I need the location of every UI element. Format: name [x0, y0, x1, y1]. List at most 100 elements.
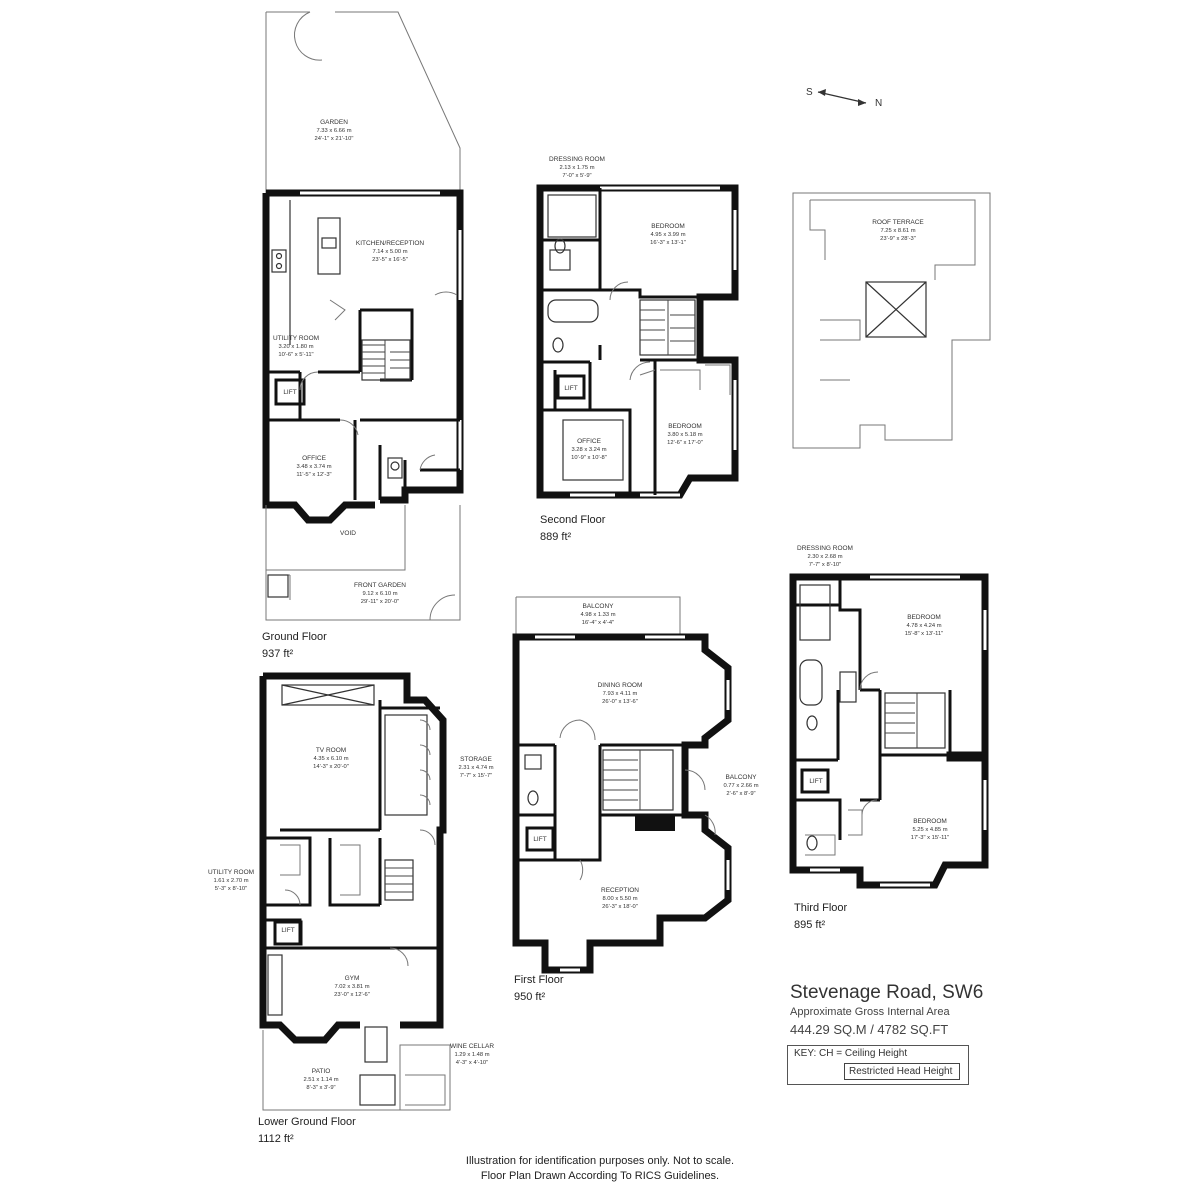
room-kitchen-name: KITCHEN/RECEPTION — [356, 240, 425, 247]
first-floor-caption: First Floor 950 ft² — [514, 972, 564, 1006]
room-wine-name: WINE CELLAR — [450, 1043, 494, 1050]
room-wine-ft: 4'-3" x 4'-10" — [456, 1060, 488, 1066]
lower-external-wall — [263, 672, 447, 1029]
third-floor-caption: Third Floor 895 ft² — [794, 900, 847, 934]
third-floor-area: 895 ft² — [794, 919, 826, 931]
room-garden-name: GARDEN — [320, 119, 348, 126]
ground-floor-name: Ground Floor — [262, 631, 327, 643]
bath-icon-3 — [799, 659, 823, 706]
room-roof-terrace-m: 7.25 x 8.61 m — [880, 228, 915, 234]
dressing-wardrobe-3 — [799, 584, 831, 641]
room-bedroom-2a-m: 4.95 x 3.99 m — [650, 232, 685, 238]
room-bedroom-3b-m: 5.25 x 4.85 m — [912, 827, 947, 833]
second-external-wall — [536, 184, 739, 499]
key-restricted-head-height: Restricted Head Height — [844, 1063, 960, 1080]
garden-gate-icon — [294, 11, 323, 61]
lower-stairs — [384, 859, 414, 901]
compass: S N — [806, 87, 882, 109]
lower-floor-area: 1112 ft² — [258, 1133, 294, 1145]
third-stairs — [884, 692, 946, 749]
room-utility-g-m: 3.20 x 1.80 m — [278, 344, 313, 350]
roof-stair-hatch — [865, 281, 927, 338]
room-patio-name: PATIO — [312, 1068, 331, 1075]
property-area: 444.29 SQ.M / 4782 SQ.FT — [790, 1022, 949, 1037]
dressing-room-wardrobe — [547, 194, 597, 238]
room-bedroom-3a-name: BEDROOM — [907, 614, 941, 621]
skylight — [281, 684, 375, 706]
room-roof-terrace-ft: 23'-9" x 28'-3" — [880, 236, 916, 242]
room-bedroom-3a-ft: 15'-8" x 13'-11" — [905, 631, 943, 637]
room-front-garden-ft: 29'-11" x 20'-0" — [361, 599, 399, 605]
room-kitchen-ft: 23'-5" x 16'-5" — [372, 257, 408, 263]
room-tv-name: TV ROOM — [316, 747, 346, 754]
room-dining-ft: 26'-0" x 13'-6" — [602, 699, 638, 705]
room-gym-name: GYM — [345, 975, 360, 982]
balcony-rail — [515, 596, 681, 637]
room-garden-m: 7.33 x 6.66 m — [316, 128, 351, 134]
room-void: VOID — [340, 530, 356, 537]
room-storage-m: 2.31 x 4.74 m — [458, 765, 493, 771]
room-wine-m: 1.29 x 1.48 m — [454, 1052, 489, 1058]
storage-shelving — [384, 714, 428, 816]
third-floor-plan — [789, 573, 989, 889]
disclaimer-line-1: Illustration for identification purposes… — [465, 1155, 735, 1167]
first-floor-plan — [512, 596, 732, 974]
room-lift-1: LIFT — [533, 836, 546, 843]
second-lift — [556, 374, 586, 400]
lower-floor-name: Lower Ground Floor — [258, 1116, 356, 1128]
room-balcony-1a-name: BALCONY — [582, 603, 614, 610]
room-roof-terrace-name: ROOF TERRACE — [872, 219, 924, 226]
first-stairs — [602, 749, 674, 811]
second-floor-plan — [536, 184, 739, 499]
room-bedroom-2b-name: BEDROOM — [668, 423, 702, 430]
room-utility-l-name: UTILITY ROOM — [208, 869, 254, 876]
second-floor-name: Second Floor — [540, 514, 606, 526]
room-office-2-ft: 10'-9" x 10'-8" — [571, 455, 607, 461]
room-lift-l: LIFT — [281, 927, 294, 934]
room-tv-m: 4.35 x 6.10 m — [313, 756, 348, 762]
room-storage-name: STORAGE — [460, 756, 492, 763]
room-bedroom-3a-m: 4.78 x 4.24 m — [906, 623, 941, 629]
first-floor-name: First Floor — [514, 974, 564, 986]
room-bedroom-2b-m: 3.80 x 5.18 m — [667, 432, 702, 438]
room-bedroom-3b-name: BEDROOM — [913, 818, 947, 825]
room-lift-2: LIFT — [564, 385, 577, 392]
room-front-garden-m: 9.12 x 6.10 m — [362, 591, 397, 597]
hob-icon — [271, 249, 287, 273]
room-bedroom-2b-ft: 12'-6" x 17'-0" — [667, 440, 703, 446]
room-office-2-name: OFFICE — [577, 438, 601, 445]
office-desk-outline — [562, 419, 624, 481]
room-gym-m: 7.02 x 3.81 m — [334, 984, 369, 990]
second-stairs — [639, 299, 696, 356]
sink-icon — [321, 237, 337, 249]
lower-ground-floor-plan — [259, 672, 451, 1111]
bath-icon — [547, 299, 599, 323]
first-floor-area: 950 ft² — [514, 991, 546, 1003]
kitchen-island — [317, 217, 341, 275]
room-office-g-ft: 11'-5" x 12'-3" — [296, 472, 331, 478]
room-reception-ft: 26'-3" x 18'-0" — [602, 904, 638, 910]
ground-floor-area: 937 ft² — [262, 648, 294, 660]
third-external-wall — [789, 573, 989, 889]
roof-terrace-plan — [792, 192, 991, 449]
room-dressing-3-ft: 7'-7" x 8'-10" — [809, 562, 841, 568]
room-office-g-m: 3.48 x 3.74 m — [296, 464, 331, 470]
second-floor-area: 889 ft² — [540, 531, 572, 543]
legend-key: KEY: CH = Ceiling Height Restricted Head… — [787, 1045, 969, 1085]
ground-stairs — [361, 339, 411, 381]
ground-floor-plan — [262, 11, 464, 621]
lower-floor-caption: Lower Ground Floor 1112 ft² — [258, 1114, 356, 1148]
room-patio-m: 2.51 x 1.14 m — [303, 1077, 338, 1083]
compass-s-label: S — [806, 87, 813, 98]
key-ceiling-height: KEY: CH = Ceiling Height — [794, 1048, 908, 1059]
room-balcony-1b-m: 0.77 x 2.66 m — [723, 783, 758, 789]
room-dressing-3-name: DRESSING ROOM — [797, 545, 853, 552]
room-office-g-name: OFFICE — [302, 455, 326, 462]
room-balcony-1a-ft: 16'-4" x 4'-4" — [582, 620, 614, 626]
room-garden-ft: 24'-1" x 21'-10" — [315, 136, 354, 142]
property-title: Stevenage Road, SW6 — [790, 982, 984, 1003]
room-utility-l-m: 1.61 x 2.70 m — [213, 878, 248, 884]
room-office-2-m: 3.28 x 3.24 m — [571, 447, 606, 453]
property-subtitle: Approximate Gross Internal Area — [790, 1006, 950, 1018]
